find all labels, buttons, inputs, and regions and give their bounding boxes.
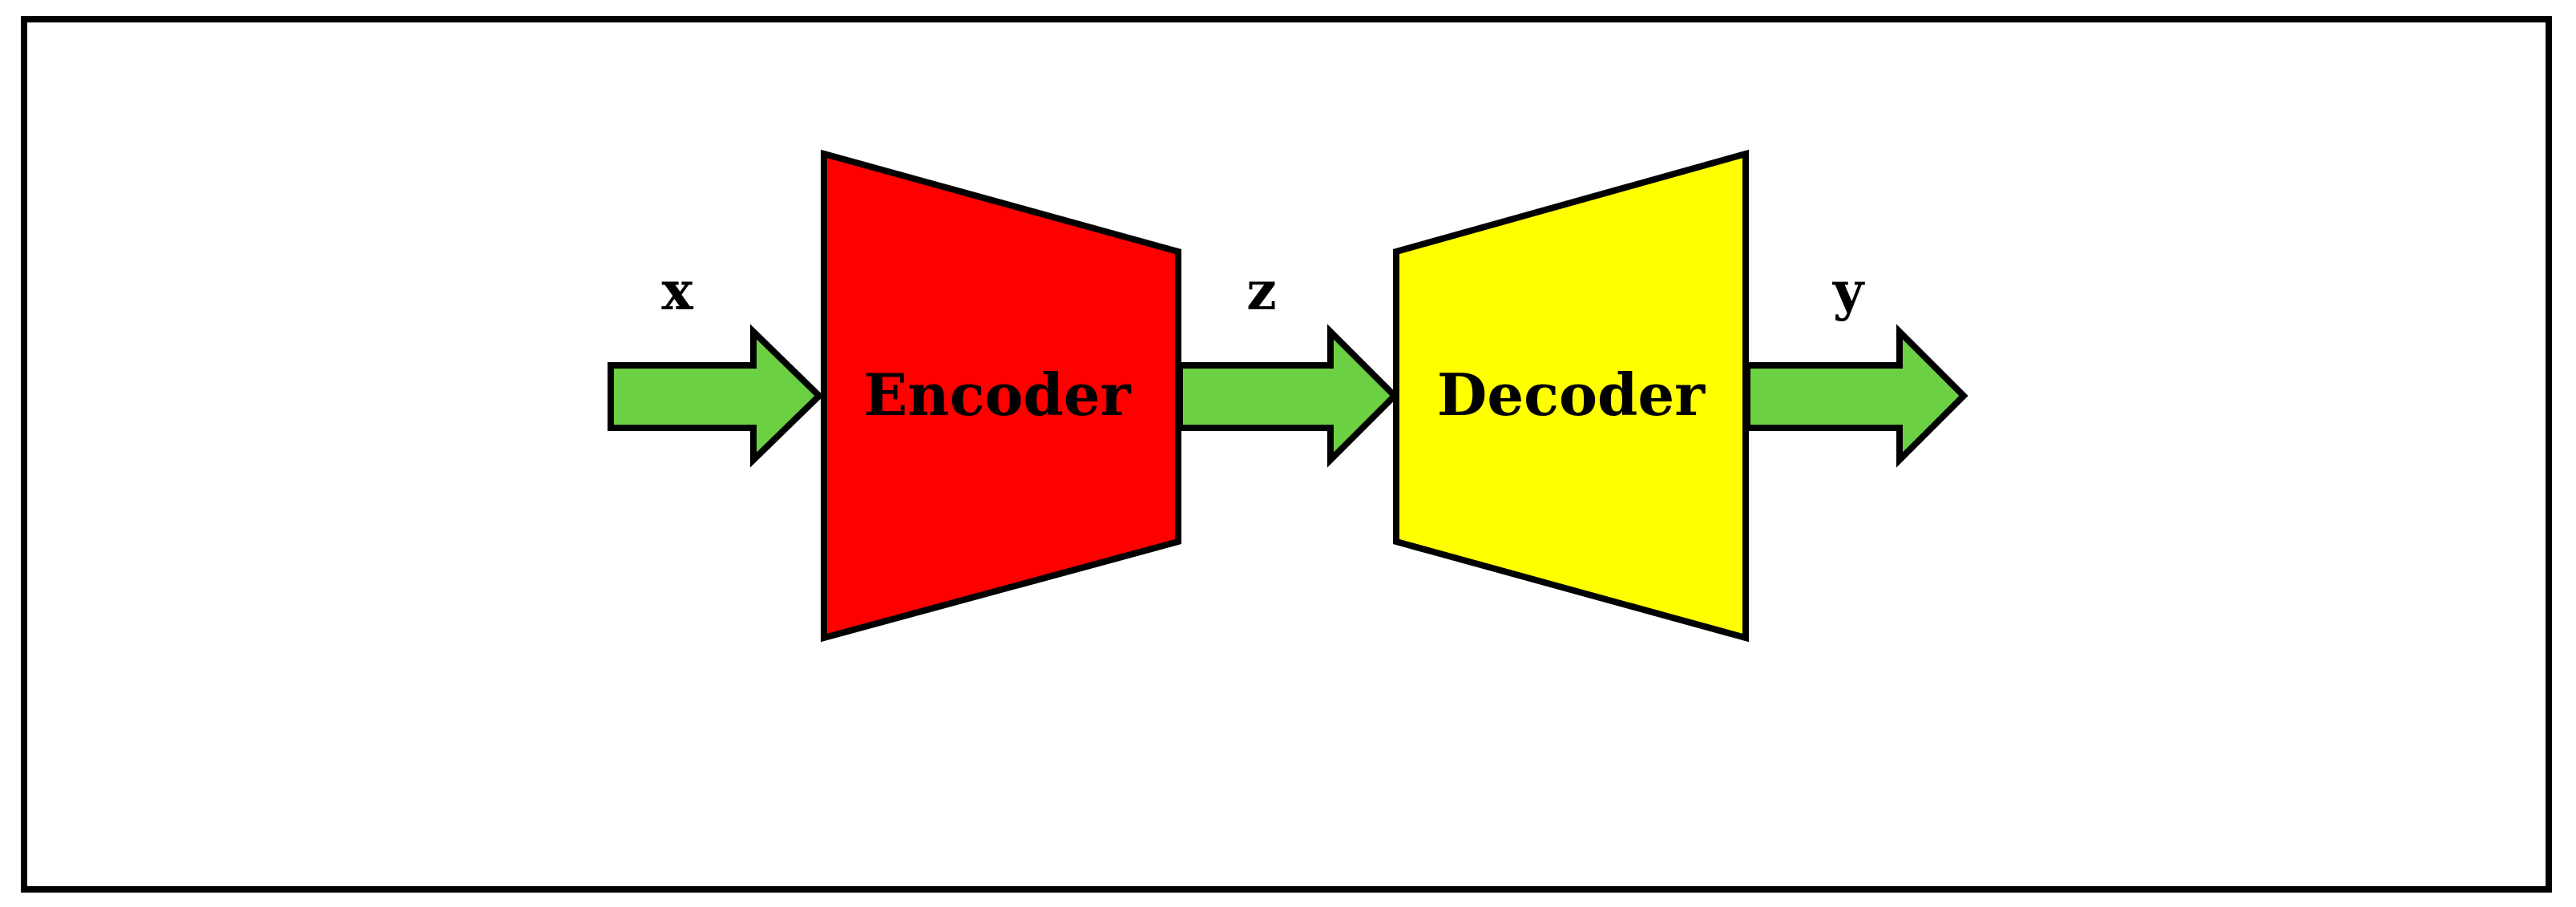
decoder-label: Decoder xyxy=(1437,361,1706,429)
input-label: x xyxy=(661,260,693,322)
output-arrow xyxy=(1744,324,1968,468)
encoder-label: Encoder xyxy=(863,361,1131,429)
latent-label: z xyxy=(1246,260,1276,322)
decoder-block xyxy=(1393,149,1749,643)
encoder-block xyxy=(821,149,1181,643)
output-label: y xyxy=(1832,260,1865,322)
diagram-frame xyxy=(21,16,2552,893)
latent-arrow xyxy=(1177,324,1399,468)
input-arrow xyxy=(608,324,824,468)
